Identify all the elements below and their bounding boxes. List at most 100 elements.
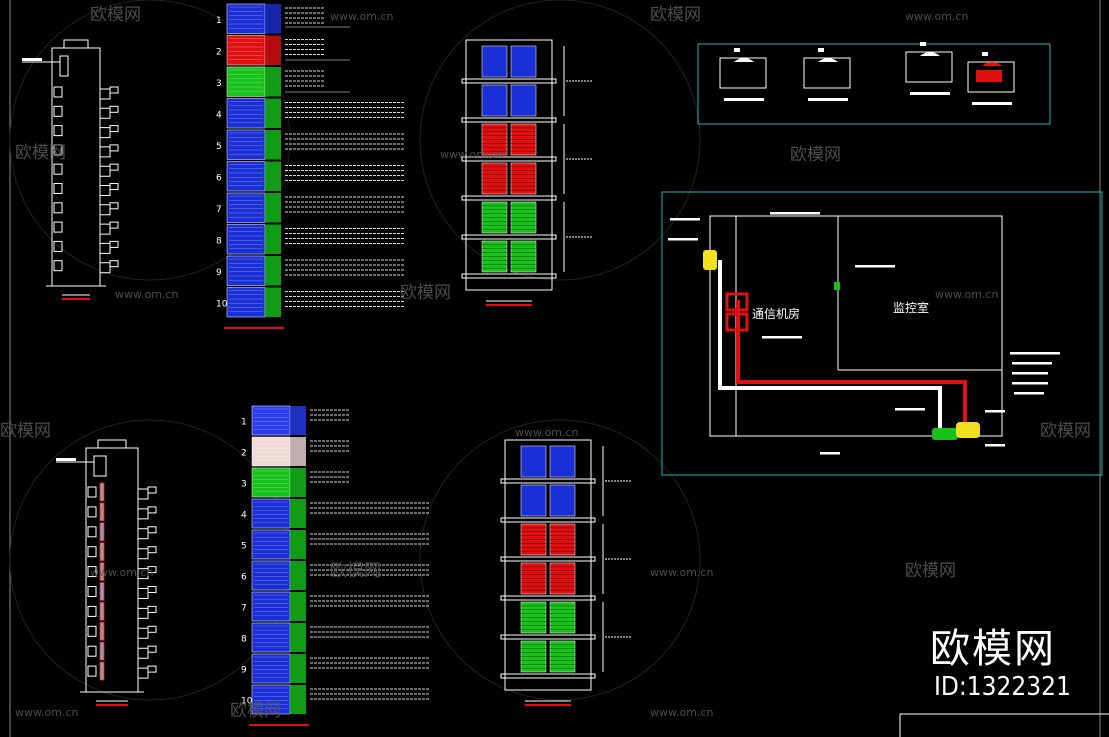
annotation-line — [670, 218, 700, 221]
connector-left — [87, 665, 97, 677]
slot-number: 9 — [241, 666, 247, 676]
watermark-circles — [9, 0, 701, 701]
rack-shelf — [500, 517, 596, 523]
hook-tab — [147, 546, 157, 554]
detail-shape — [734, 58, 754, 62]
slot-block — [251, 498, 291, 529]
rack-shelf — [500, 478, 596, 484]
annotation-line — [985, 410, 1005, 413]
hook-tab — [109, 202, 119, 210]
connector-left — [87, 506, 97, 518]
detail-shape — [920, 52, 940, 56]
hook-tab — [109, 260, 119, 268]
watermark-text: 欧模网 — [650, 5, 701, 25]
slot-side — [290, 468, 306, 497]
yellow-terminal-top — [703, 250, 717, 270]
hook-tab — [109, 125, 119, 133]
hook-right — [138, 667, 149, 679]
hook-tab — [147, 526, 157, 534]
slot-number: 10 — [216, 299, 228, 309]
annotation-line — [1012, 382, 1048, 385]
watermark-text: www.om.cn — [650, 566, 713, 579]
watermark-text: www.om.cn — [650, 706, 713, 719]
hook-right — [100, 185, 111, 196]
slot-number: 2 — [216, 47, 222, 57]
hook-right — [100, 127, 111, 139]
detail-sections-box — [697, 42, 1051, 125]
hook-tab — [109, 240, 119, 248]
slot-side — [265, 35, 281, 65]
rack-shelf — [500, 634, 596, 640]
slot-side — [290, 561, 306, 590]
slot-side — [265, 4, 281, 34]
hook-tab — [147, 506, 157, 514]
hook-right — [138, 488, 149, 500]
rack-unit-left — [481, 45, 508, 78]
connector-left — [53, 260, 63, 272]
cabinet-module — [99, 621, 105, 641]
rack-unit-left — [520, 445, 547, 478]
cabinet-module — [99, 641, 105, 661]
rack-shelf — [500, 595, 596, 601]
watermark-text: www.om.cn — [90, 566, 153, 579]
watermark-texts: 欧模网 www.om.cn 欧模网 www.om.cn 欧模网 www.om.cn 欧模网 w… — [0, 5, 1091, 721]
rack-title-underline — [486, 304, 532, 306]
slot-number: 10 — [241, 697, 253, 707]
detail-section — [719, 57, 767, 89]
slot-number: 2 — [241, 449, 247, 459]
slot-number: 8 — [216, 236, 222, 246]
watermark-text: 欧模网 — [0, 421, 51, 441]
hook-tab — [147, 645, 157, 653]
hook-right — [138, 528, 149, 540]
slot-side — [290, 623, 306, 652]
floor-plan — [661, 191, 1103, 476]
hook-tab — [147, 605, 157, 613]
yellow-terminal-bottom — [956, 422, 980, 438]
connector-left — [53, 183, 63, 194]
connector-left — [53, 221, 63, 233]
red-conduit — [736, 300, 967, 430]
slot-block — [251, 653, 291, 684]
slot-side — [290, 592, 306, 621]
slot-block — [226, 255, 266, 286]
detail-shape — [982, 62, 1002, 66]
hook-tab — [147, 625, 157, 633]
hook-right — [100, 107, 111, 119]
rack-title-underline — [525, 704, 571, 706]
cabinet-module — [99, 562, 105, 581]
hook-tab — [109, 163, 119, 171]
annotation-line — [770, 212, 820, 215]
detail-caption-bar — [910, 92, 950, 95]
leader-tag — [22, 58, 42, 61]
slot-side — [265, 287, 281, 317]
watermark-text: www.om.cn — [15, 706, 78, 719]
detail-tag — [818, 48, 824, 52]
cabinet-top-cap — [63, 39, 89, 49]
watermark-text: 欧模网 — [230, 701, 281, 721]
rack-unit-right — [510, 45, 537, 78]
watermark-text: 欧模网 — [1040, 421, 1091, 441]
rack-unit-left — [481, 84, 508, 117]
panel-title-underline — [224, 327, 284, 329]
rack-shelf — [461, 156, 557, 162]
slot-block — [226, 161, 266, 192]
fiber-cabinet-top — [22, 39, 119, 300]
watermark-text: www.om.cn — [935, 288, 998, 301]
leader-tag — [56, 458, 76, 461]
annotation-line — [1012, 372, 1048, 375]
slot-number: 4 — [241, 511, 247, 521]
slot-block — [251, 622, 291, 653]
cabinet-frame — [51, 47, 101, 287]
slot-side — [290, 530, 306, 559]
connector-left — [87, 546, 97, 558]
building-outline — [709, 215, 1003, 437]
detail-tag — [734, 48, 740, 52]
rack-shelf — [461, 117, 557, 123]
detail-caption-bar — [724, 98, 764, 101]
rack-shelf — [461, 273, 557, 279]
hook-right — [138, 607, 149, 619]
cabinet-module — [99, 661, 105, 681]
rack-unit-right — [549, 484, 576, 517]
rack-unit-right — [510, 84, 537, 117]
hook-right — [138, 568, 149, 580]
